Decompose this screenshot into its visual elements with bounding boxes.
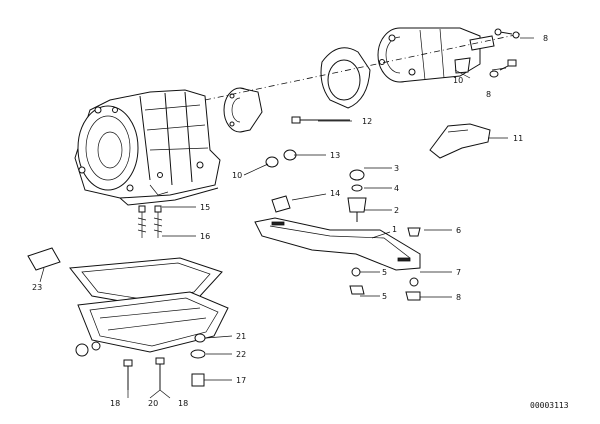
bracket-11 [429,123,491,159]
drain-bolts [123,333,206,390]
bracket-14 [271,195,291,213]
callout-2: 2 [394,206,399,215]
callout-16: 16 [200,232,210,241]
adapter-plate [223,87,263,133]
callout-17: 17 [236,376,246,385]
callout-20: 20 [148,399,158,408]
rubber-mount [347,169,367,222]
callout-4: 4 [394,184,399,193]
assembly-axis-line [204,33,521,101]
transmission-housing [74,89,221,206]
callout-23: 23 [32,283,42,292]
crossmember-fasteners [349,227,421,301]
gasket-rear [320,47,371,109]
extension-housing [377,27,495,83]
callout-1: 1 [392,225,397,234]
callout-15: 15 [200,203,210,212]
callout-10-left: 10 [232,171,242,180]
callout-8-top: 8 [486,90,491,99]
callout-labels: 8 8 10 11 12 13 10 3 4 2 1 14 15 16 6 7 … [32,34,548,408]
oil-pan [75,291,229,357]
drawing-reference-number: 00003113 [530,401,569,410]
bolt-12 [291,116,350,124]
callout-11: 11 [513,134,523,143]
callout-7: 7 [456,268,461,277]
callout-6: 6 [456,226,461,235]
callout-12: 12 [362,117,372,126]
filter-23 [27,247,61,271]
callout-18-left: 18 [110,399,120,408]
seal-and-plug [265,149,297,168]
callout-18-right: 18 [178,399,188,408]
callout-5-upper: 5 [382,268,387,277]
leader-lines [39,37,534,399]
callout-8-bottom: 8 [456,293,461,302]
callout-22: 22 [236,350,246,359]
crossmember [254,217,421,271]
callout-14: 14 [330,189,340,198]
callout-13: 13 [330,151,340,160]
callout-21: 21 [236,332,246,341]
callout-5-lower: 5 [382,292,387,301]
bolts-top-right [489,28,520,78]
callout-10-top: 10 [453,76,463,85]
callout-3: 3 [394,164,399,173]
valve-springs [137,205,163,238]
callout-9-top: 8 [543,34,548,43]
